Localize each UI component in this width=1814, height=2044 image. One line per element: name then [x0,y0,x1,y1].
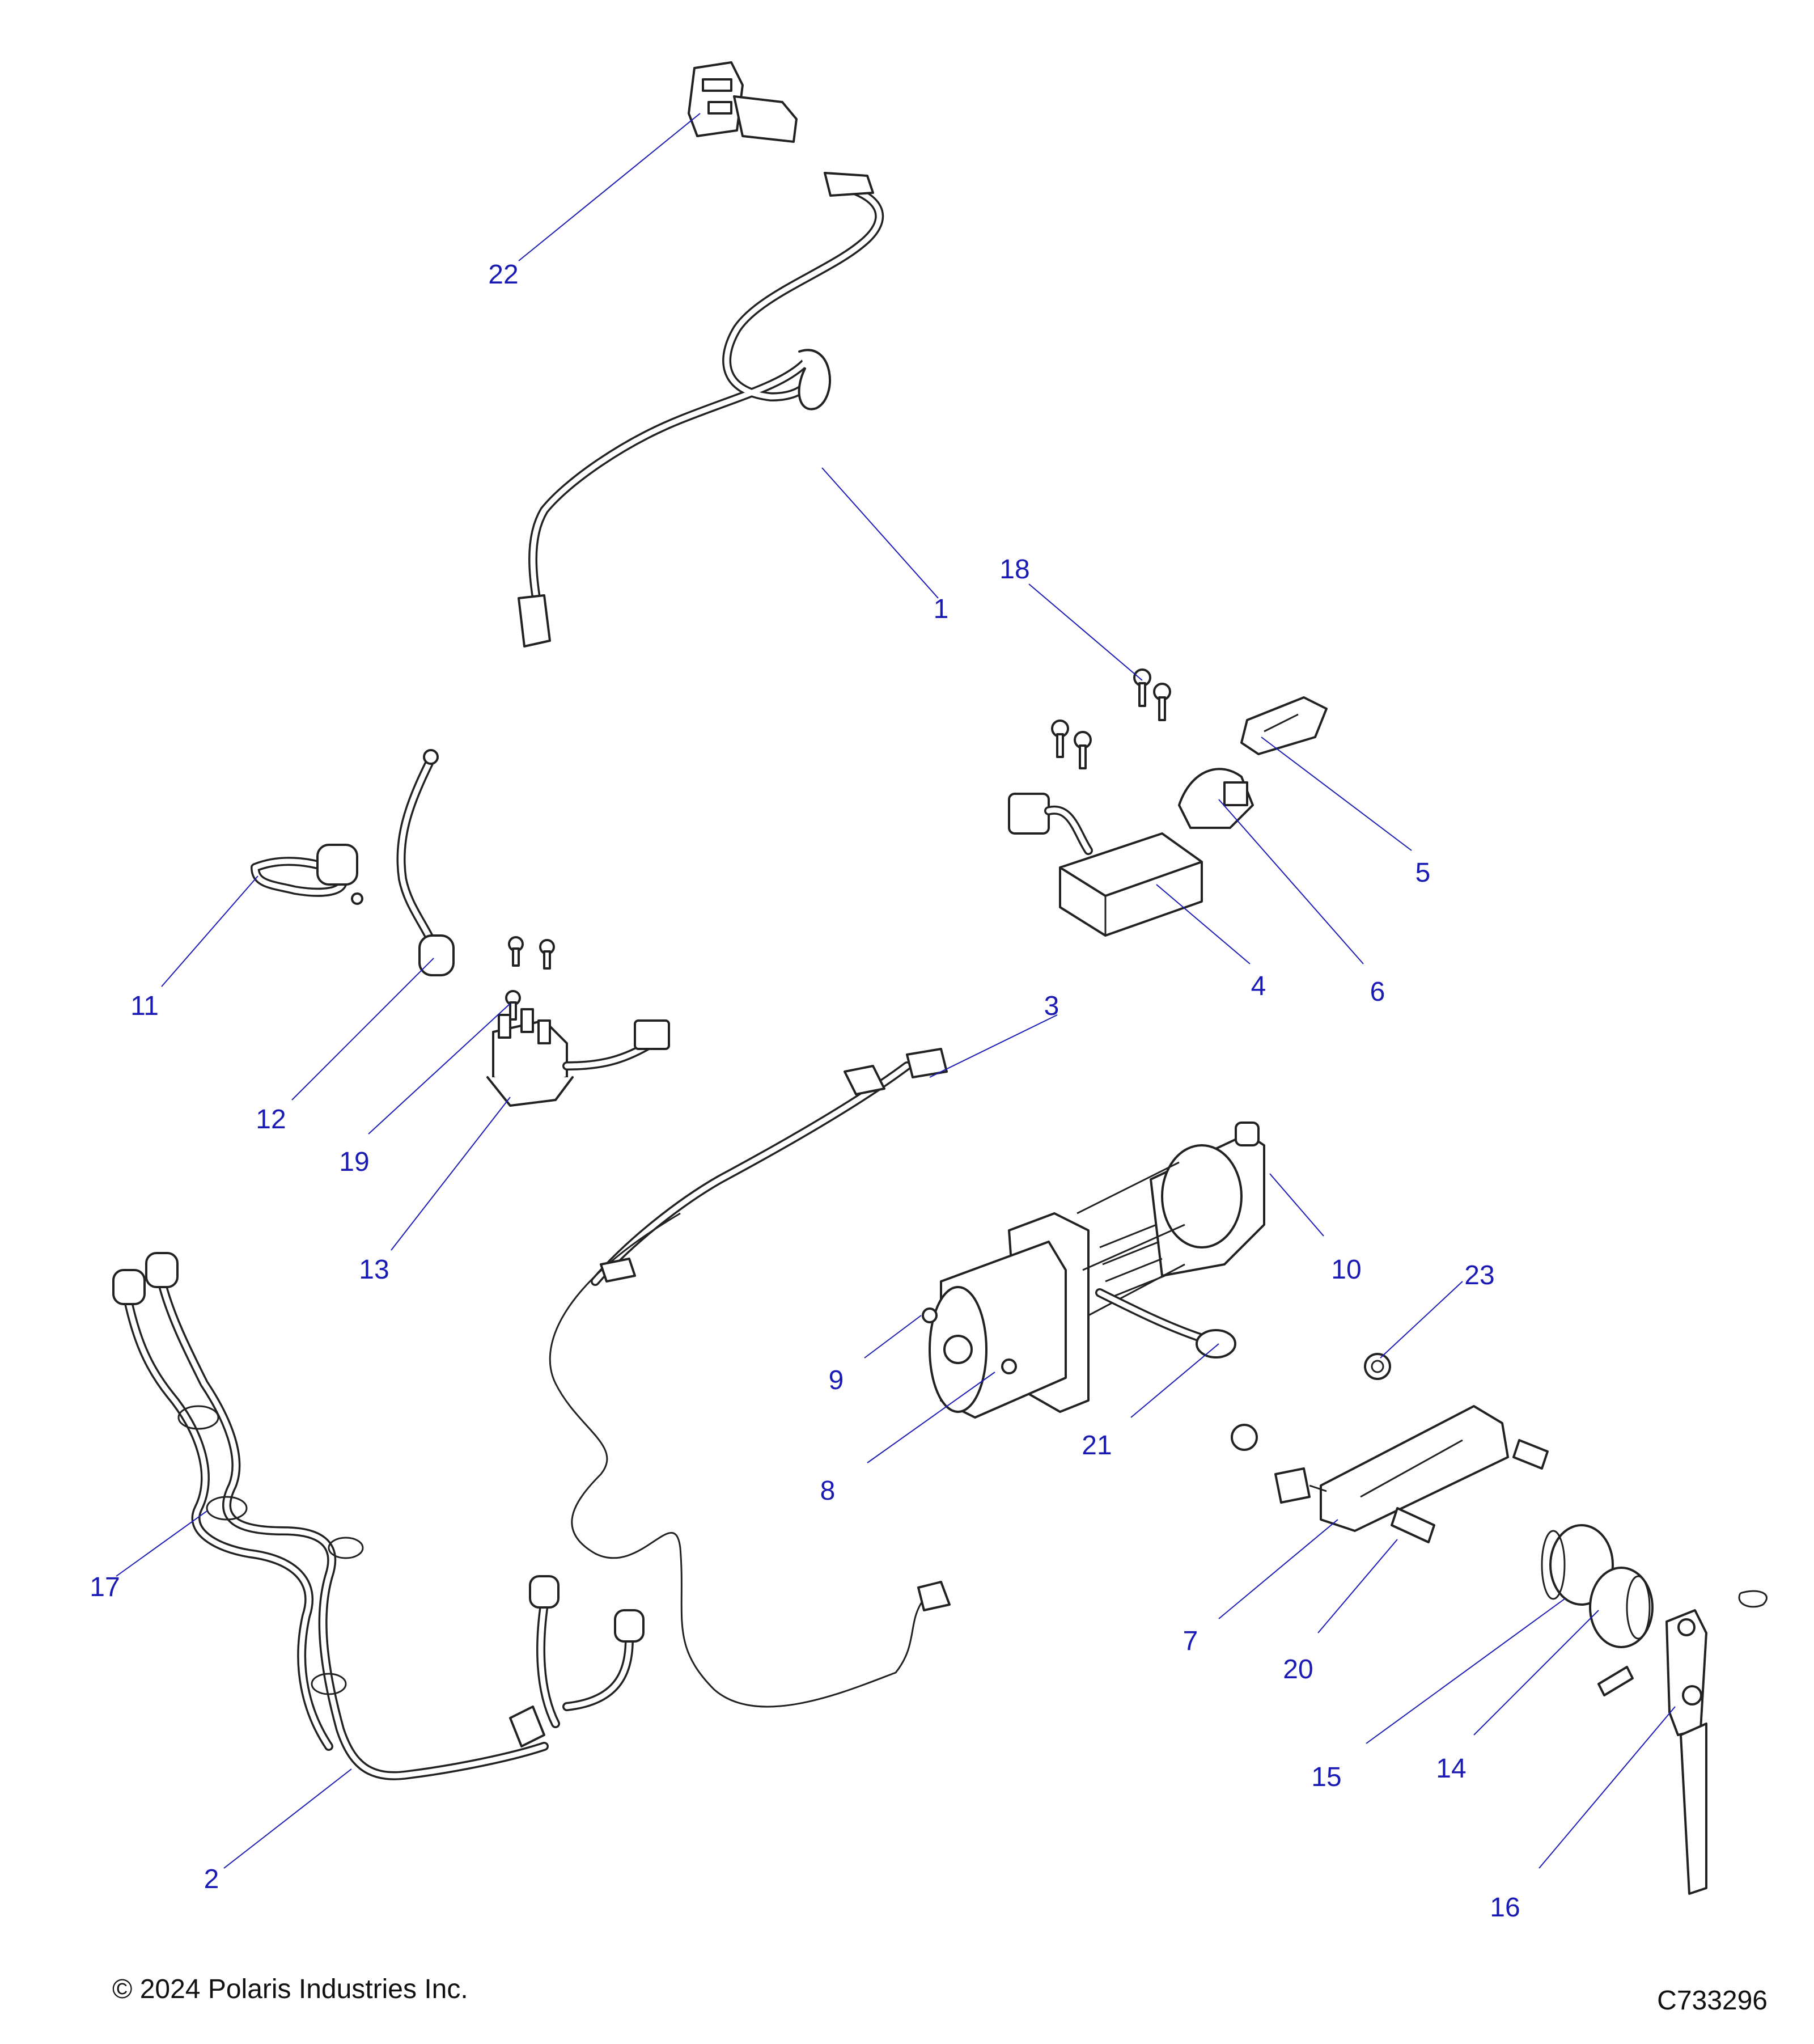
callout-11: 11 [130,991,159,1021]
callout-1: 1 [933,594,949,624]
part-14-stopper [1589,1567,1654,1648]
winch-assembly [922,1122,1265,1419]
part-5-remote [1240,696,1328,755]
part-16-hook-strap [1597,1590,1768,1895]
part-20-bolts [1391,1439,1549,1543]
callout-6: 6 [1370,977,1385,1007]
callout-20: 20 [1283,1654,1313,1685]
part-11-cable [251,844,363,905]
part-2-cable-harness [112,1252,645,1780]
part-13-solenoid [486,936,670,1107]
callout-7: 7 [1183,1626,1198,1656]
callout-2: 2 [204,1864,219,1894]
callout-9: 9 [828,1365,844,1395]
callout-14: 14 [1436,1754,1467,1784]
callout-15: 15 [1311,1762,1342,1792]
callout-5: 5 [1415,858,1431,888]
part-12-cable [396,749,455,976]
callout-18: 18 [999,555,1030,585]
callout-12: 12 [256,1104,286,1135]
part-4-control-module [1008,793,1203,937]
part-1-harness [518,172,884,648]
callout-22: 22 [488,260,519,290]
callout-19: 19 [339,1147,370,1177]
callout-16: 16 [1490,1893,1520,1923]
drawing-number: C733296 [1657,1986,1768,2016]
callout-8: 8 [820,1476,836,1506]
part-23-nut [1231,1353,1391,1451]
callout-3: 3 [1044,991,1059,1021]
callout-13: 13 [359,1255,389,1285]
callout-21: 21 [1082,1431,1112,1461]
part-7-fairlead [1274,1405,1509,1532]
copyright-notice: © 2024 Polaris Industries Inc. [112,1974,468,2004]
callout-4: 4 [1251,971,1266,1001]
callout-17: 17 [90,1572,120,1602]
leader-lines [116,113,1676,1869]
part-6-holder [1178,768,1254,829]
callout-10: 10 [1331,1255,1362,1285]
part-3-harness [549,1048,951,1708]
part-18-bolts [1051,668,1171,769]
callout-23: 23 [1464,1260,1495,1290]
part-22-connector [688,61,798,143]
